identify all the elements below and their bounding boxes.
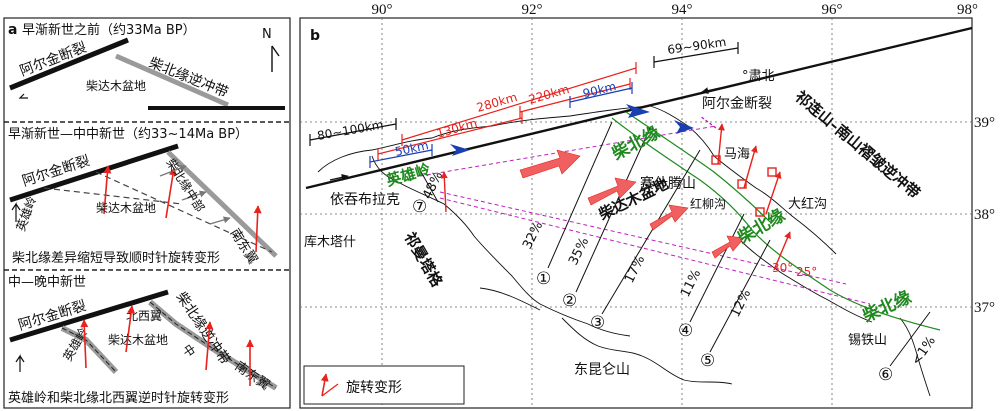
stage3-fault-line — [9, 289, 169, 343]
distance-bars — [309, 42, 739, 168]
panel-b-label: b — [310, 28, 320, 44]
profile-lines — [547, 121, 931, 367]
stage2-caption: 柴北缘差异缩短导致顺时针旋转变形 — [12, 250, 220, 266]
profile-1: ① — [536, 269, 551, 289]
place-chaibei-1: 柴北缘 — [608, 122, 664, 165]
stage3-basin-label: 柴达木盆地 — [108, 333, 168, 347]
stage1-fault-line — [9, 37, 129, 91]
stage3-se-wing-label: 南东翼 — [232, 358, 273, 393]
map-grid — [300, 18, 972, 408]
stage2-thrust-belt — [166, 150, 278, 258]
place-chaibei-2: 柴北缘 — [733, 205, 789, 249]
panel-a-label: a — [8, 22, 17, 38]
place-dongkunlun: 东昆仑山 — [574, 362, 630, 378]
profile-2: ② — [562, 291, 577, 311]
blue-displacement-arrows — [450, 104, 694, 156]
place-suzhou: °肃北 — [742, 69, 775, 84]
dist-50km: 50km — [394, 138, 430, 159]
map-frame — [299, 17, 973, 409]
north-arrow: N — [262, 27, 280, 72]
red-motion-arrows — [519, 149, 745, 259]
percent-12: 12% — [728, 287, 754, 320]
place-xitieshan: 锡铁山 — [848, 333, 887, 348]
lon-tick-92: 92° — [522, 2, 543, 18]
stage1-basin-label: 柴达木盆地 — [86, 79, 146, 93]
basin-outline — [317, 105, 931, 397]
percent-11: 11% — [678, 267, 704, 300]
profile-3: ③ — [590, 313, 605, 333]
place-hongliugou: 红柳沟 — [690, 196, 726, 211]
place-mahai: 马海 — [724, 147, 750, 162]
chaibei-faults — [611, 111, 941, 331]
place-aerjin-fault: 阿尔金断裂 — [702, 96, 772, 112]
percent-17: 17% — [622, 253, 648, 286]
stage3-basin-tail: 中 — [180, 341, 199, 359]
stage3-caption: 英雄岭和柴北缘北西翼逆时针旋转变形 — [8, 390, 229, 406]
place-dahonggou: 大红沟 — [788, 196, 827, 212]
stage2-title: 早渐新世—中中新世（约33~14Ma BP） — [8, 126, 248, 142]
legend: 旋转变形 — [303, 365, 465, 405]
rotation-symbols — [440, 115, 791, 271]
lat-tick-38: 38° — [974, 207, 995, 223]
place-saishiteng: 赛什腾山 — [640, 175, 696, 192]
place-qimantage: 祁曼塔格 — [401, 229, 447, 291]
lon-tick-98: 98° — [957, 2, 978, 18]
dist-69-90km: 69~90km — [666, 35, 727, 57]
panel-a: a 早渐新世之前（约33Ma BP） N 阿尔金断裂 柴北缘逆冲带 柴达木盆地 … — [3, 17, 291, 409]
stage2-basin-label: 柴达木盆地 — [96, 201, 156, 215]
legend-label: 旋转变形 — [346, 380, 402, 396]
angle-30: 30° — [772, 261, 793, 275]
angle-25: 25° — [796, 265, 817, 279]
profile-4: ④ — [678, 321, 693, 341]
lon-tick-90: 90° — [372, 2, 393, 18]
magenta-profile-lines — [419, 125, 871, 305]
lat-tick-37: 37° — [974, 300, 995, 316]
aerjin-fault-line — [305, 26, 973, 190]
percent-35: 35% — [566, 235, 592, 268]
stage1-thrust-belt — [114, 53, 230, 108]
stage2-fault-line — [9, 143, 179, 203]
percent-lt1: <1% — [909, 334, 939, 369]
place-qilian-belt: 祁连山–南山褶皱逆冲带 — [791, 87, 923, 202]
stage1-thrust-label: 柴北缘逆冲带 — [147, 55, 231, 101]
dist-90km: 90km — [581, 79, 617, 101]
lon-tick-94: 94° — [672, 2, 693, 18]
stage1-title: 早渐新世之前（约33Ma BP） — [22, 22, 196, 38]
svg-text:N: N — [262, 27, 272, 42]
profile-5: ⑤ — [700, 351, 715, 371]
profile-6: ⑥ — [878, 365, 893, 385]
place-kumutashi: 库木塔什 — [304, 234, 356, 250]
dist-80-100km: 80~100km — [316, 118, 384, 143]
percent-32: 32% — [520, 219, 546, 252]
dist-220km: 220km — [527, 82, 571, 107]
stage3-title: 中—晚中新世 — [8, 274, 86, 290]
dist-130km: 130km — [435, 116, 479, 141]
lat-tick-39: 39° — [974, 115, 995, 131]
lon-tick-96: 96° — [822, 2, 843, 18]
panel-b: 90° 92° 94° 96° 98° 39° 38° 37° b — [299, 2, 995, 409]
profile-7: ⑦ — [412, 197, 427, 217]
place-yitunbulake: 依吞布拉克 — [330, 192, 400, 208]
